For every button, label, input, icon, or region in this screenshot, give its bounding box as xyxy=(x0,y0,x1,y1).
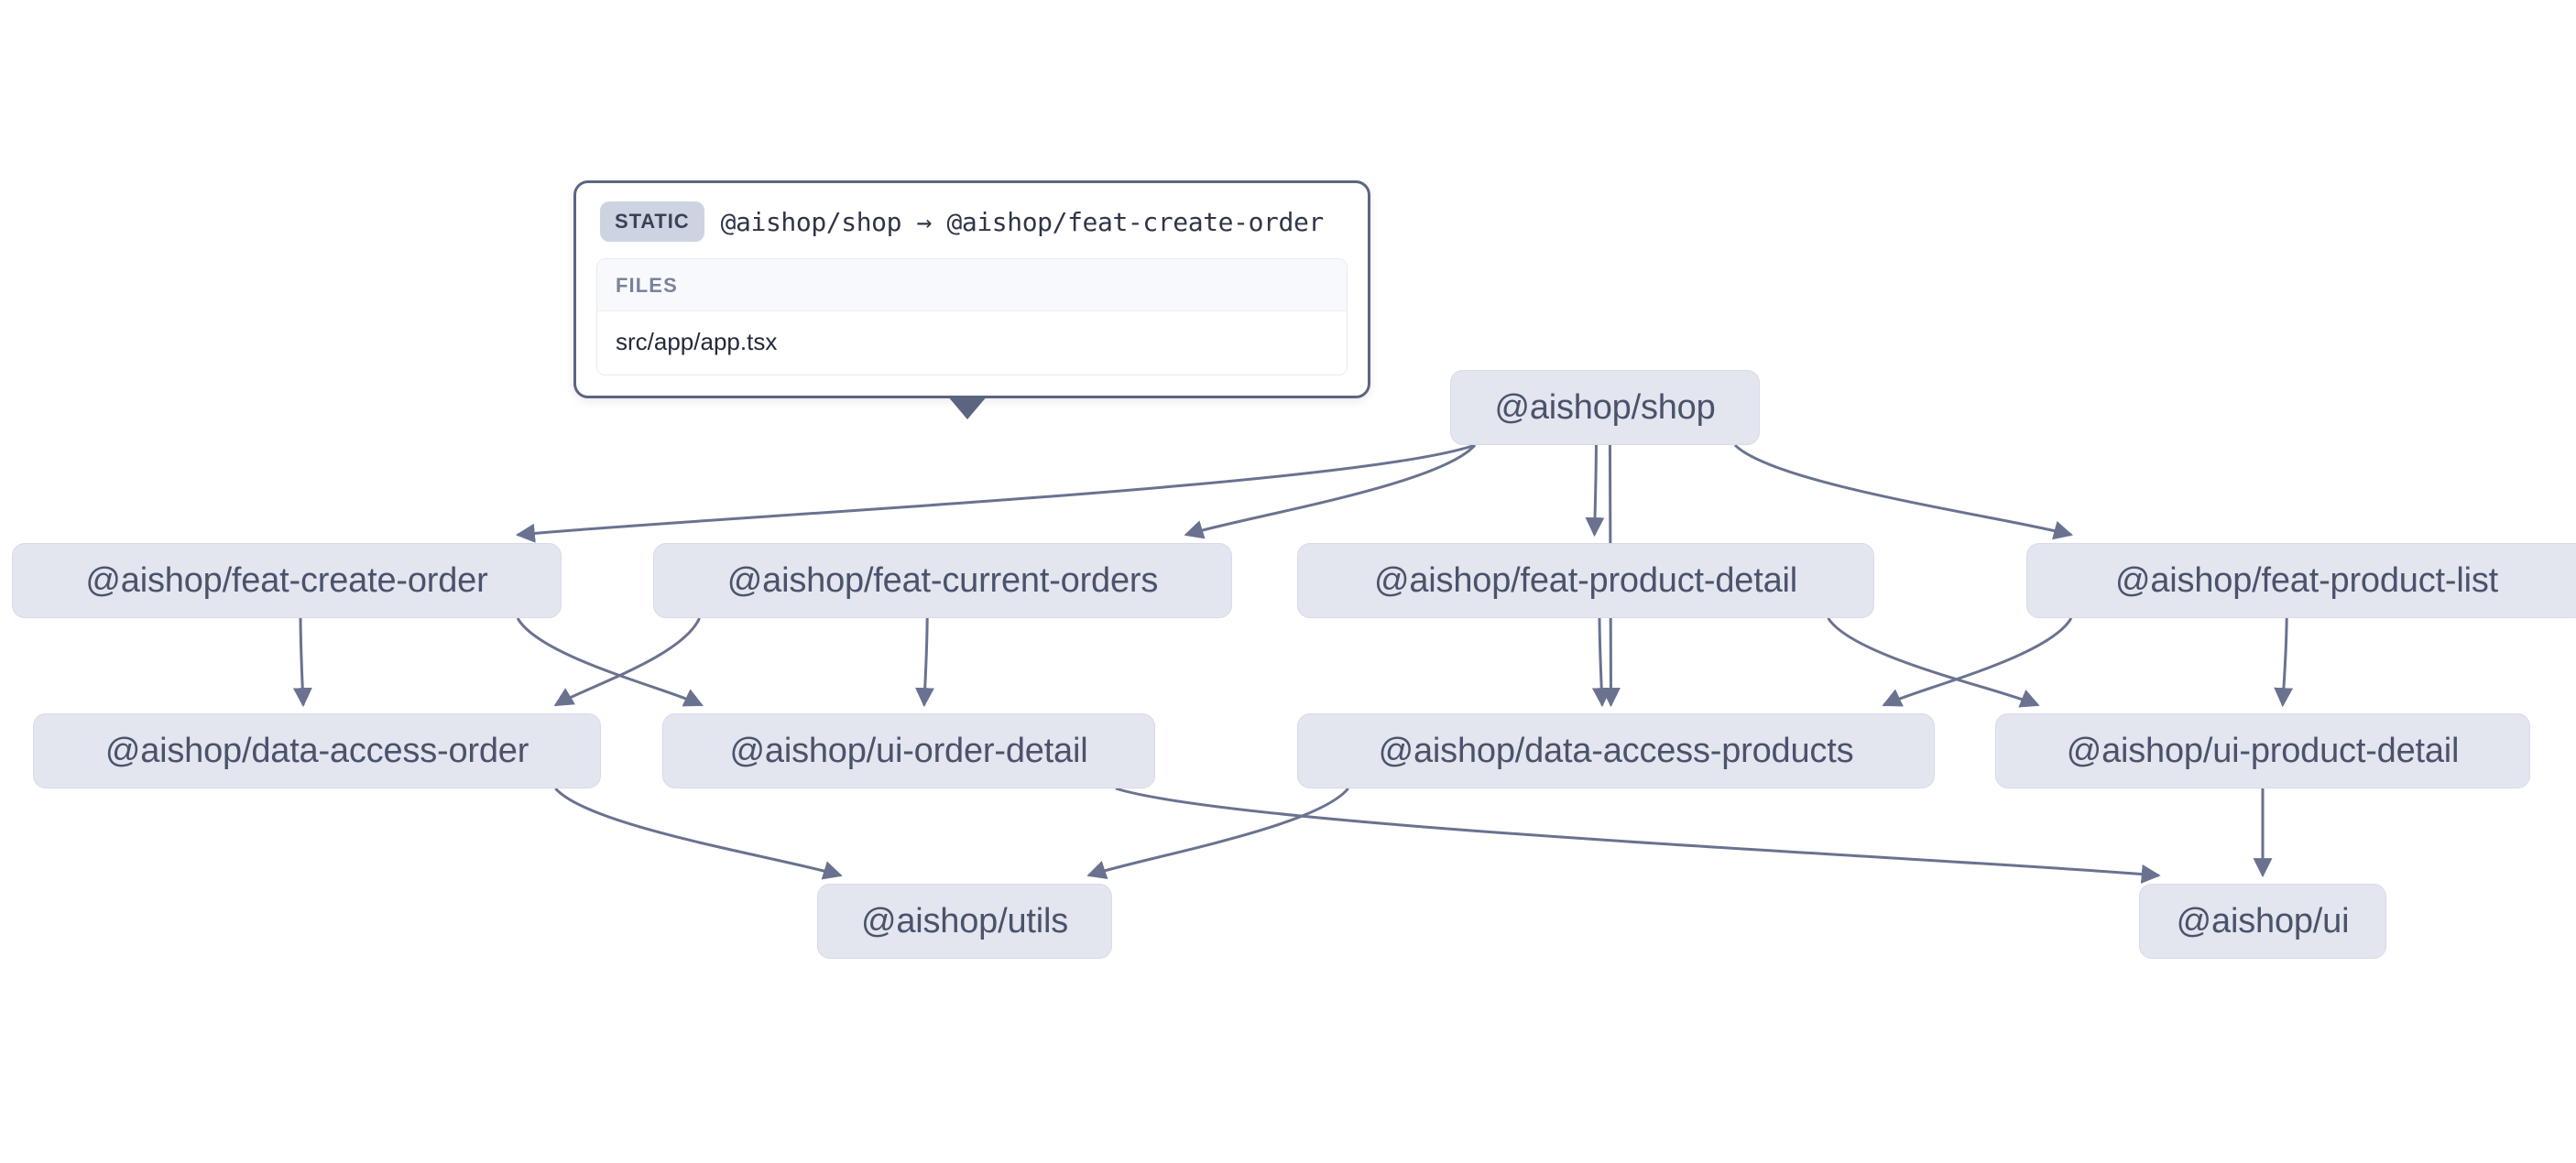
tooltip-title: @aishop/shop → @aishop/feat-create-order xyxy=(720,206,1325,237)
graph-node-feat-product-detail[interactable]: @aishop/feat-product-detail xyxy=(1297,543,1874,618)
graph-node-data-access-order[interactable]: @aishop/data-access-order xyxy=(33,713,601,788)
graph-node-ui[interactable]: @aishop/ui xyxy=(2139,884,2386,959)
graph-node-feat-create-order[interactable]: @aishop/feat-create-order xyxy=(12,543,562,618)
tooltip-files-panel: FILES src/app/app.tsx xyxy=(596,258,1348,375)
tooltip-pointer-icon xyxy=(947,396,988,419)
graph-node-shop[interactable]: @aishop/shop xyxy=(1450,370,1760,445)
file-path-item[interactable]: src/app/app.tsx xyxy=(597,311,1347,375)
graph-node-ui-product-detail[interactable]: @aishop/ui-product-detail xyxy=(1995,713,2530,788)
files-header: FILES xyxy=(597,259,1347,311)
static-badge: STATIC xyxy=(600,201,704,242)
graph-node-feat-product-list[interactable]: @aishop/feat-product-list xyxy=(2026,543,2576,618)
edge-detail-tooltip: STATIC @aishop/shop → @aishop/feat-creat… xyxy=(573,180,1370,419)
graph-node-feat-current-orders[interactable]: @aishop/feat-current-orders xyxy=(653,543,1232,618)
tooltip-header: STATIC @aishop/shop → @aishop/feat-creat… xyxy=(596,201,1348,242)
graph-node-utils[interactable]: @aishop/utils xyxy=(817,884,1112,959)
graph-node-ui-order-detail[interactable]: @aishop/ui-order-detail xyxy=(662,713,1155,788)
graph-node-data-access-products[interactable]: @aishop/data-access-products xyxy=(1297,713,1935,788)
